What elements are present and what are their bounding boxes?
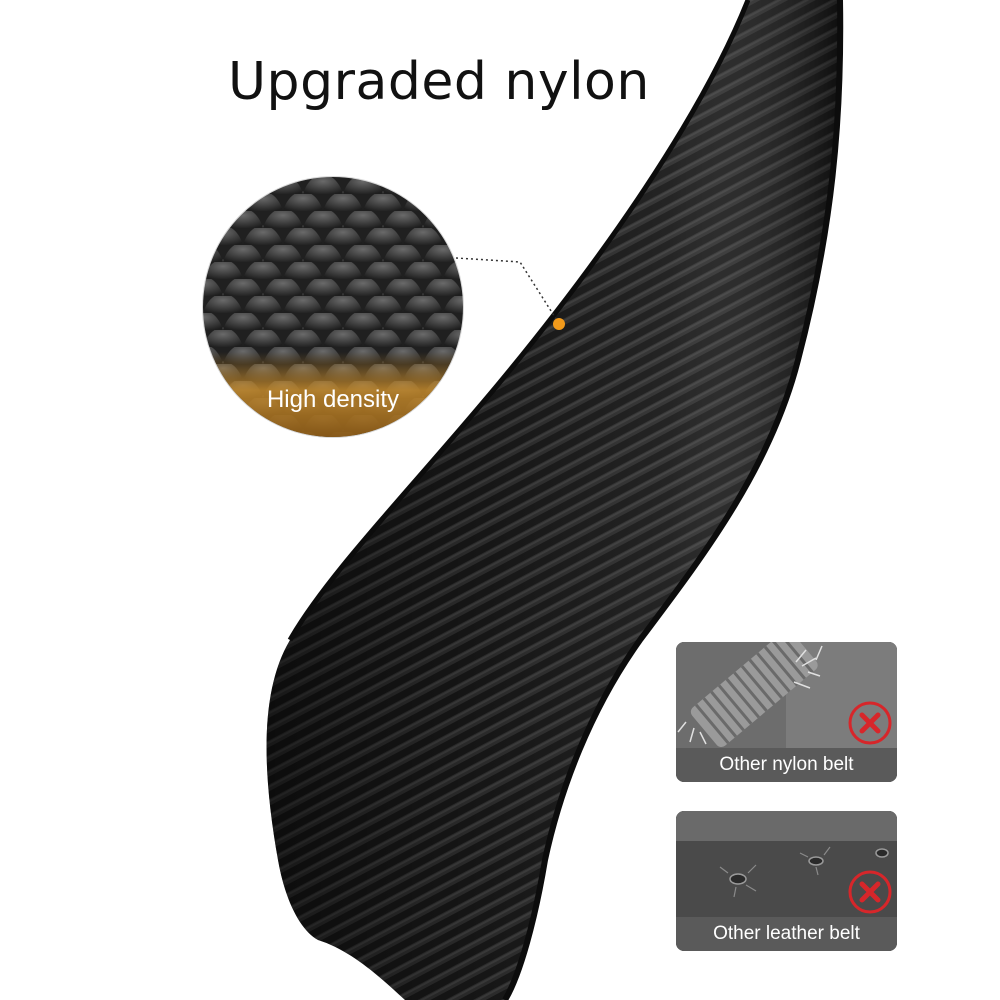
zoom-detail: High density <box>203 177 463 437</box>
cross-icon <box>848 701 892 745</box>
headline: Upgraded nylon <box>228 52 650 112</box>
woven-texture <box>203 177 463 437</box>
callout-dot <box>553 318 565 330</box>
cross-icon <box>848 870 892 914</box>
comparison-card-nylon: Other nylon belt <box>676 642 897 782</box>
comparison-label-nylon: Other nylon belt <box>676 748 897 782</box>
high-density-label: High density <box>266 386 400 413</box>
comparison-card-leather: Other leather belt <box>676 811 897 951</box>
comparison-label-leather: Other leather belt <box>676 917 897 951</box>
